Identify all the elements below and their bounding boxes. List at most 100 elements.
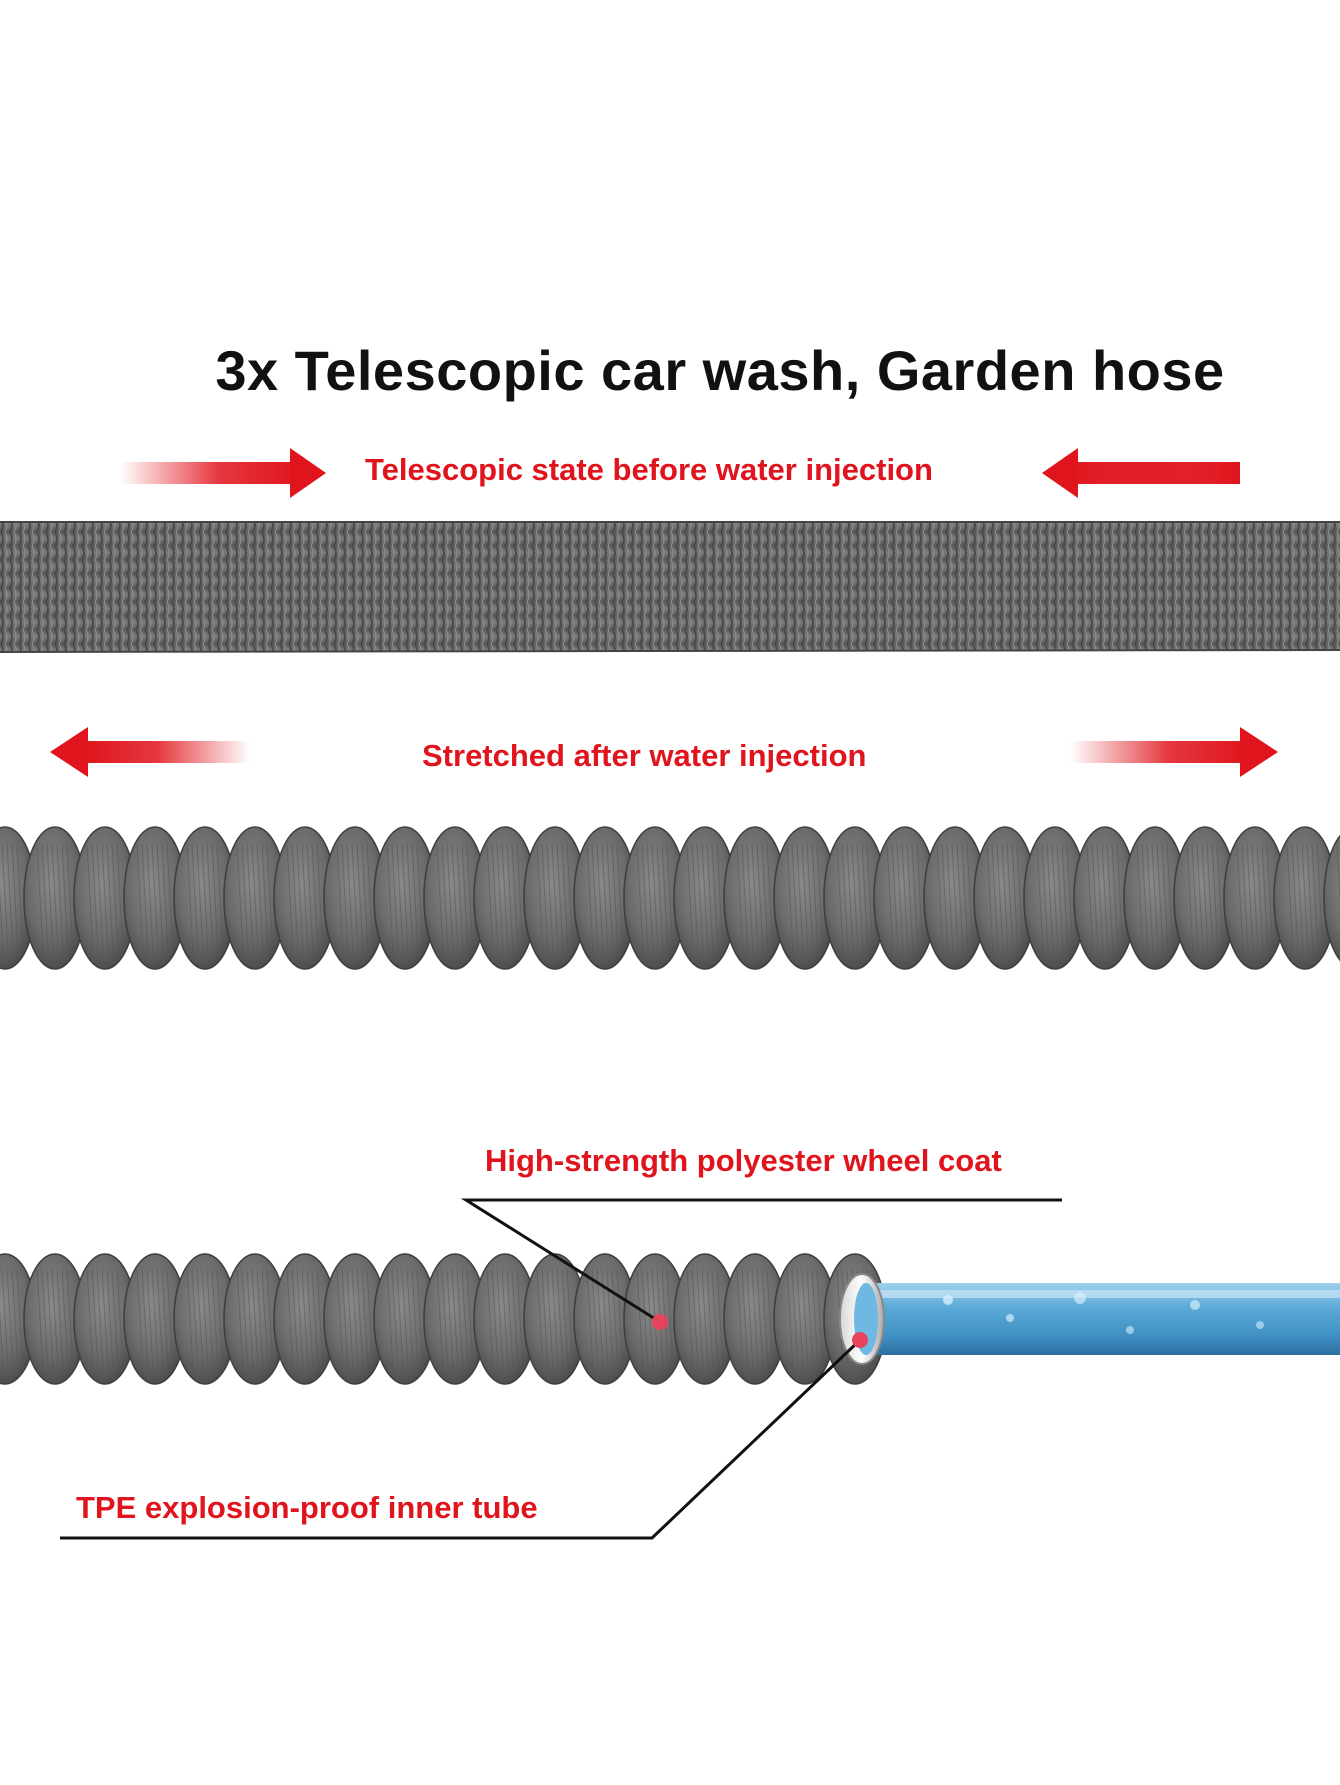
hose-knit-line <box>551 1269 559 1369</box>
hose-knit-line <box>886 844 894 952</box>
hose-knit-line <box>411 844 419 952</box>
hose-knit-line <box>816 844 824 952</box>
hose-knit-line <box>1006 844 1014 952</box>
hose-knit-line <box>166 844 174 952</box>
hose-knit-line <box>796 1269 804 1369</box>
hose-knit-line <box>206 844 214 952</box>
hose-knit-line <box>1301 844 1309 952</box>
callout-coat <box>460 1198 1062 1330</box>
hose-knit-line <box>1166 844 1174 952</box>
hose-knit-line <box>751 844 759 952</box>
page-title: 3x Telescopic car wash, Garden hose <box>215 339 1225 402</box>
hose-knit-line <box>346 1269 354 1369</box>
label-polyester-coat: High-strength polyester wheel coat <box>485 1143 1002 1178</box>
hose-knit-line <box>436 1269 444 1369</box>
hose-knit-line <box>116 844 124 952</box>
hose-knit-line <box>266 1269 274 1369</box>
hose-knit-line <box>636 844 644 952</box>
hose-knit-line <box>696 1269 704 1369</box>
hose-knit-line <box>451 844 459 952</box>
hose-knit-line <box>486 844 494 952</box>
hose-knit-line <box>966 844 974 952</box>
hose-knit-line <box>686 1269 694 1369</box>
hose-knit-line <box>691 844 699 952</box>
hose-knit-line <box>296 1269 304 1369</box>
hose-knit-line <box>1206 844 1214 952</box>
hose-knit-line <box>391 1269 399 1369</box>
hose-knit-line <box>1316 844 1324 952</box>
hose-knit-line <box>806 844 814 952</box>
hose-knit-line <box>891 844 899 952</box>
hose-knit-line <box>901 844 909 952</box>
hose-knit-line <box>361 844 369 952</box>
hose-knit-line <box>351 1269 359 1369</box>
hose-knit-line <box>151 844 159 952</box>
hose-knit-line <box>701 1269 709 1369</box>
hose-knit-line <box>451 1269 459 1369</box>
hose-knit-line <box>501 844 509 952</box>
hose-knit-line <box>801 1269 809 1369</box>
hose-knit-line <box>736 1269 744 1369</box>
hose-knit-line <box>641 844 649 952</box>
hose-knit-line <box>1241 844 1249 952</box>
hose-knit-line <box>616 1269 624 1369</box>
hose-knit-line <box>411 1269 419 1369</box>
hose-knit-line <box>866 844 874 952</box>
hose-knit-line <box>1136 844 1144 952</box>
hose-knit-line <box>446 844 454 952</box>
hose-knit-line <box>196 844 204 952</box>
hose-knit-line <box>701 844 709 952</box>
hose-knit-line <box>316 844 324 952</box>
hose-knit-line <box>811 1269 819 1369</box>
hose-knit-line <box>706 844 714 952</box>
hose-knit-line <box>496 1269 504 1369</box>
hose-knit-line <box>186 844 194 952</box>
hose-knit-line <box>911 844 919 952</box>
hose-knit-line <box>896 844 904 952</box>
hose-knit-line <box>266 844 274 952</box>
hose-knit-line <box>1296 844 1304 952</box>
compressed-hose <box>0 521 1340 653</box>
hose-knit-line <box>741 1269 749 1369</box>
hose-knit-line <box>36 1269 44 1369</box>
hose-knit-line <box>906 844 914 952</box>
hose-knit-line <box>236 1269 244 1369</box>
hose-knit-line <box>246 1269 254 1369</box>
hose-knit-line <box>66 844 74 952</box>
hose-knit-line <box>536 1269 544 1369</box>
hose-knit-line <box>416 844 424 952</box>
hose-knit-line <box>961 844 969 952</box>
hose-knit-line <box>546 1269 554 1369</box>
hose-coil <box>1323 834 1340 962</box>
hose-knit-line <box>96 1269 104 1369</box>
hose-knit-line <box>261 1269 269 1369</box>
hose-knit-line <box>706 1269 714 1369</box>
hose-knit-line <box>211 844 219 952</box>
hose-knit-line <box>256 1269 264 1369</box>
hose-knit-line <box>1246 844 1254 952</box>
hose-knit-line <box>1151 844 1159 952</box>
hose-knit-line <box>551 844 559 952</box>
hose-knit-line <box>1101 844 1109 952</box>
label-before-injection: Telescopic state before water injection <box>365 452 933 487</box>
hose-knit-line <box>141 1269 149 1369</box>
label-inner-tube: TPE explosion-proof inner tube <box>76 1490 538 1525</box>
hose-knit-line <box>461 844 469 952</box>
hose-knit-line <box>996 844 1004 952</box>
hose-knit-line <box>1061 844 1069 952</box>
hose-knit-line <box>251 844 259 952</box>
hose-knit-line <box>386 1269 394 1369</box>
hose-knit-line <box>746 1269 754 1369</box>
hose-knit-line <box>166 1269 174 1369</box>
hose-knit-line <box>1096 844 1104 952</box>
hose-knit-line <box>346 844 354 952</box>
hose-knit-line <box>0 1310 4 1369</box>
hose-knit-line <box>6 1269 14 1369</box>
hose-knit-line <box>716 844 724 952</box>
hose-knit-line <box>546 844 554 952</box>
hose-knit-line <box>566 844 574 952</box>
hose-knit-line <box>541 844 549 952</box>
hose-knit-line <box>1 1269 9 1369</box>
hose-knit-line <box>201 1269 209 1369</box>
hose-knit-line <box>1261 844 1269 952</box>
